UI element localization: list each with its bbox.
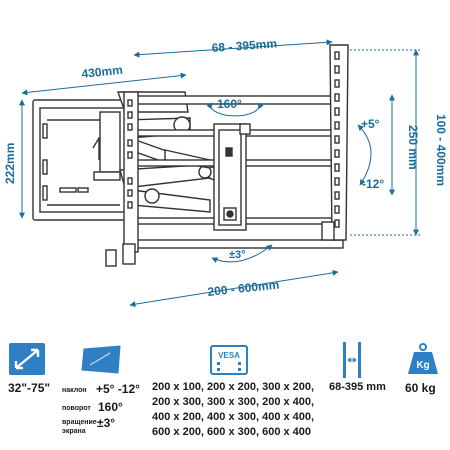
diagonal-arrows-icon — [9, 343, 45, 375]
dim-arm-extension: 68 - 395mm — [211, 36, 277, 55]
dim-vesa-horizontal: 200 - 600mm — [207, 278, 280, 299]
dim-tilt-up: +5° — [361, 117, 380, 131]
weight-value: 60 kg — [405, 381, 436, 395]
swivel-label: поворот — [62, 405, 91, 412]
vesa-pattern-line-2: 200 x 300, 300 x 300, 200 x 400, — [152, 396, 315, 408]
dim-vesa-vertical: 100 - 400mm — [434, 114, 448, 186]
rotation-label-1: вращение — [62, 419, 97, 426]
dim-width: 430mm — [81, 63, 124, 81]
rotation-value: ±3° — [97, 416, 116, 430]
rotation-label-2: экрана — [62, 428, 86, 435]
weight-badge: Kg — [416, 360, 429, 371]
dim-hole-span: 250 mm — [406, 125, 420, 170]
vesa-pattern-line-1: 200 x 100, 200 x 200, 300 x 200, — [152, 381, 315, 393]
tilt-label: наклон — [62, 387, 87, 394]
dim-rotation: ±3° — [229, 249, 246, 261]
swivel-value: 160° — [98, 400, 123, 414]
screen-size: 32"-75" — [8, 381, 51, 395]
tv-bracket — [105, 44, 349, 267]
vesa-screen-icon: VESA — [210, 345, 248, 375]
dim-swivel: 160° — [217, 97, 242, 111]
dim-tilt-down: -12° — [362, 177, 384, 191]
dimension-lines — [19, 39, 420, 308]
vesa-badge: VESA — [218, 351, 240, 360]
wall-profile-icon — [343, 342, 361, 378]
vesa-pattern-line-3: 400 x 200, 400 x 300, 400 x 400, — [152, 411, 315, 423]
dim-height: 222mm — [3, 143, 17, 184]
tilt-value: +5° -12° — [96, 382, 140, 396]
wall-distance: 68-395 mm — [329, 381, 386, 393]
weight-icon: Kg — [408, 343, 438, 374]
tilt-screen-icon — [81, 345, 121, 374]
wall-plate — [32, 99, 136, 221]
vesa-pattern-line-4: 600 x 200, 600 x 300, 600 x 400 — [152, 426, 312, 438]
